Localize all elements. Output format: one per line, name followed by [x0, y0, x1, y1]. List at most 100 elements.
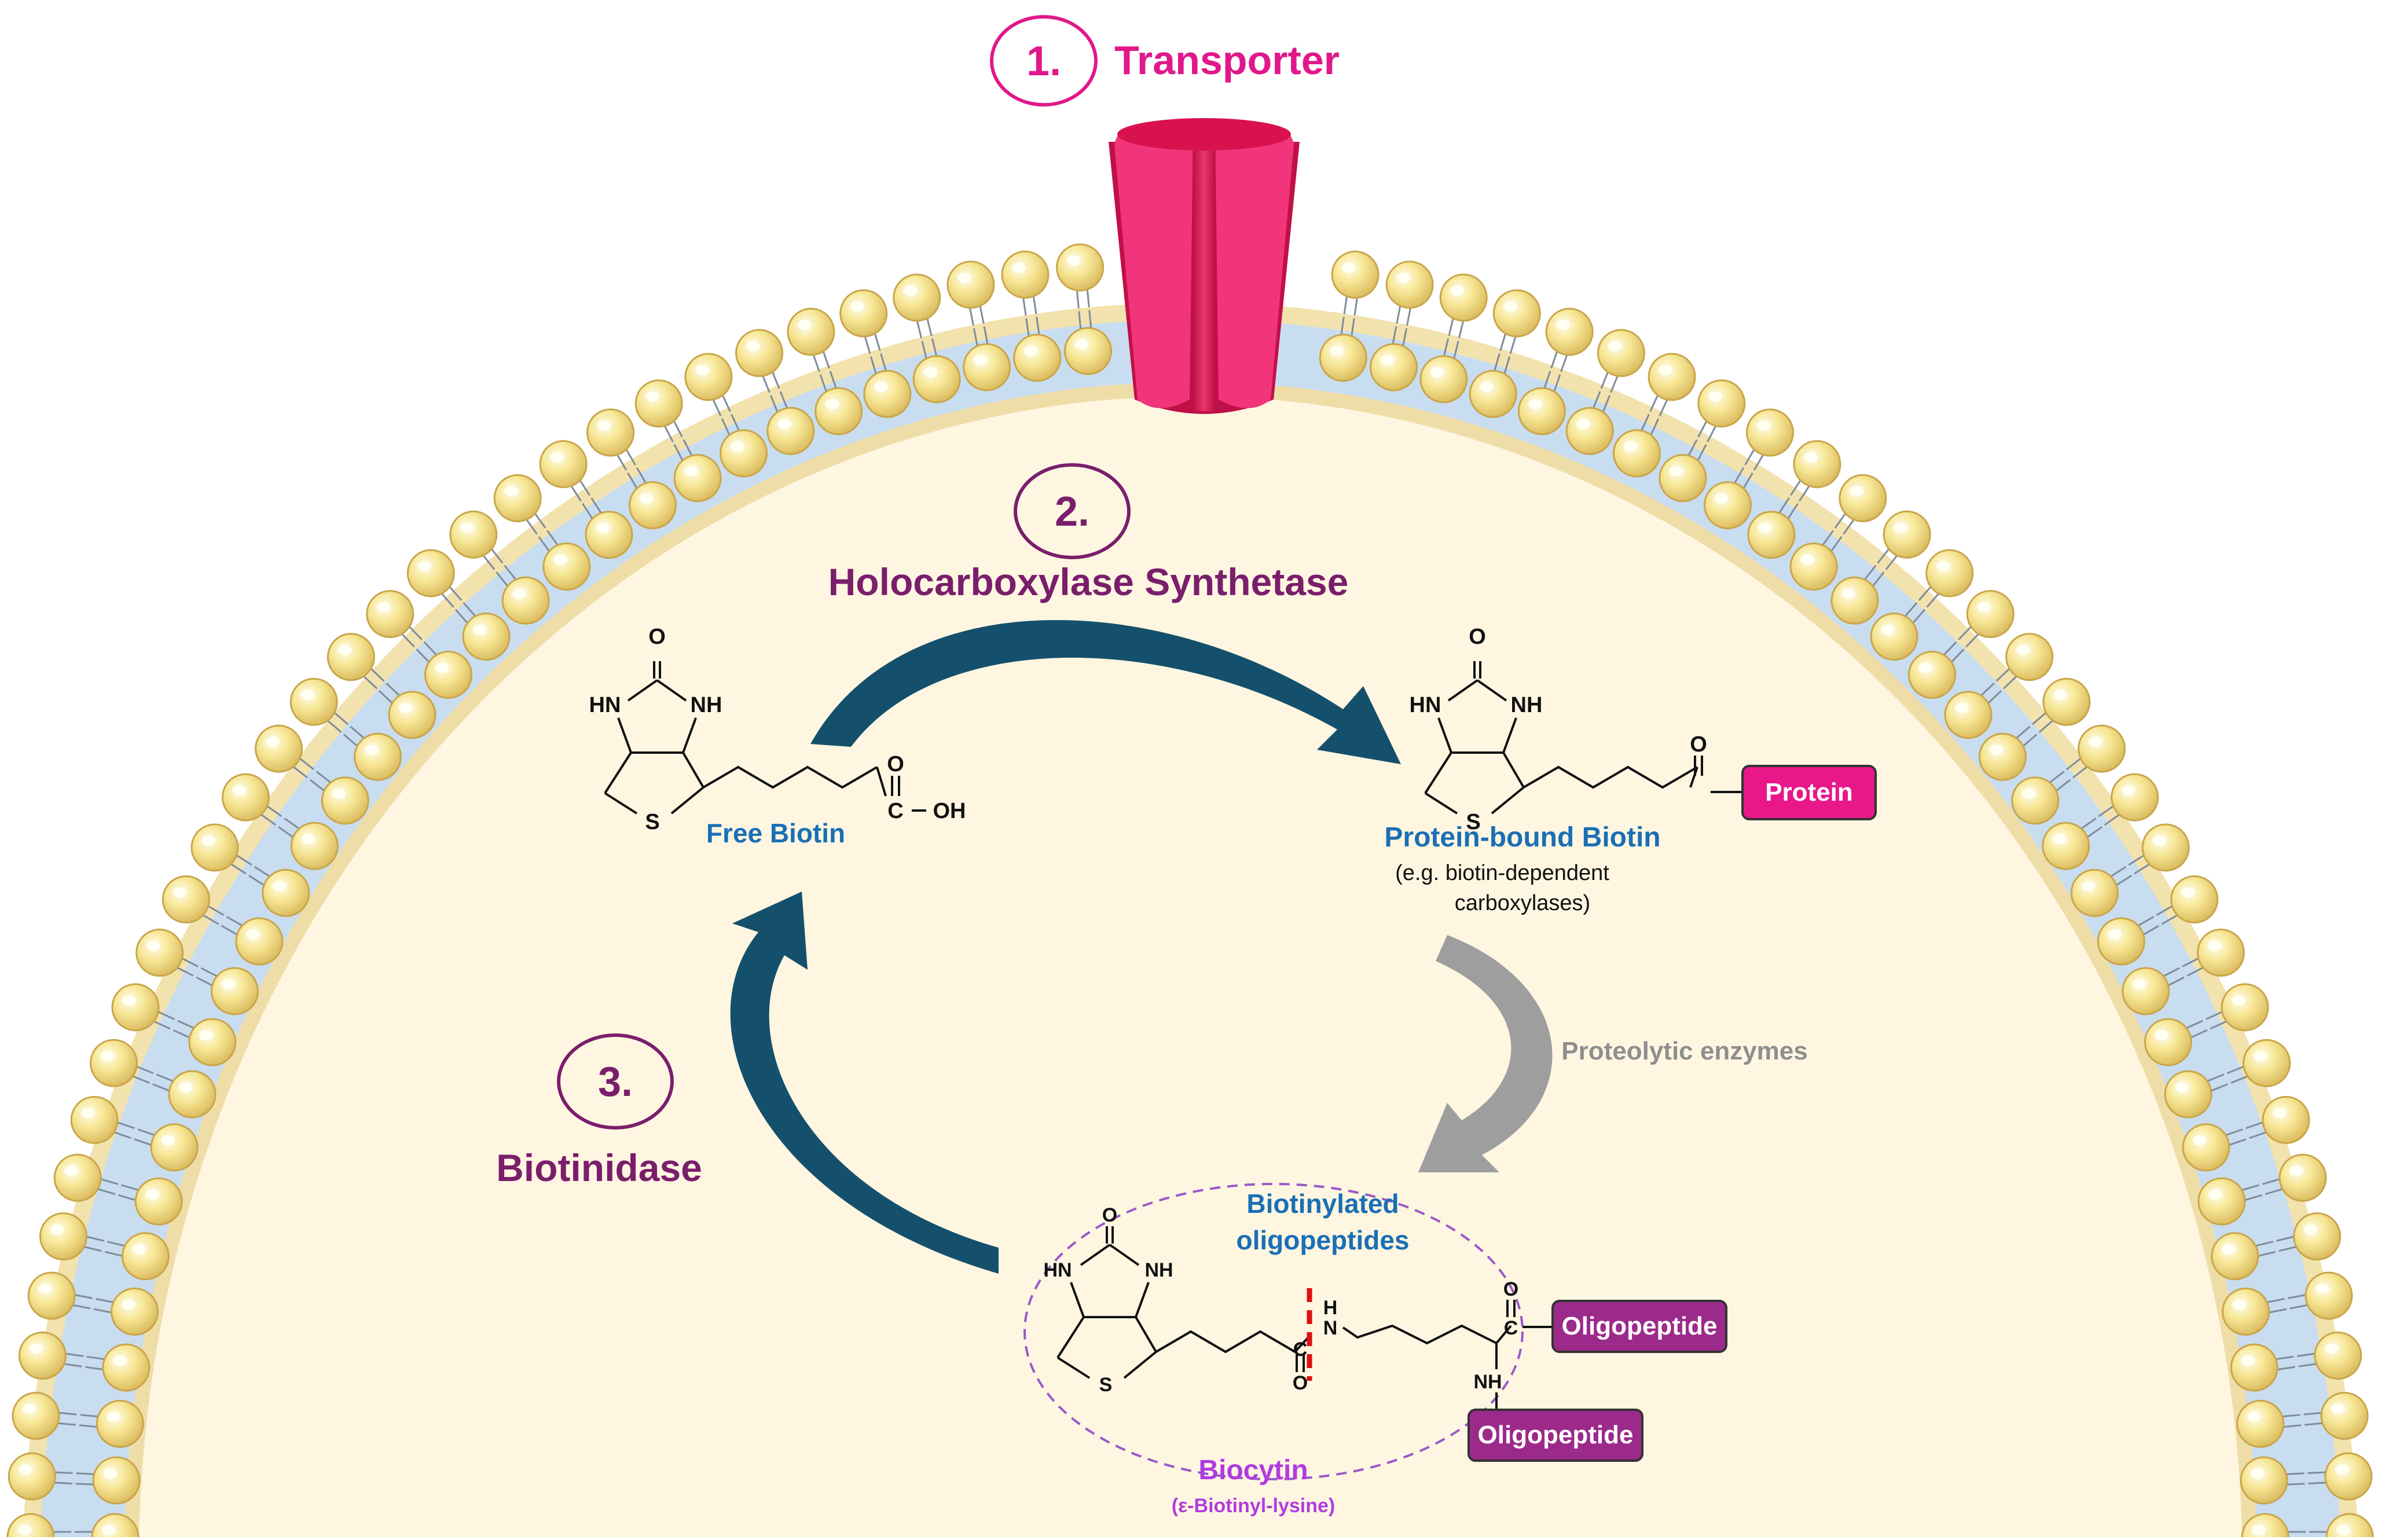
lipid-head: [863, 369, 912, 418]
lipid-head: [946, 261, 995, 309]
lipid-head: [2111, 773, 2159, 822]
lipid-head: [168, 1070, 217, 1119]
lipid-tail: [107, 1241, 124, 1247]
lipid-tail: [2066, 758, 2081, 771]
lipid-head-highlight: [376, 602, 391, 613]
lipid-tail: [829, 371, 837, 388]
lipid-head: [586, 408, 634, 457]
lipid-head: [111, 1288, 159, 1336]
lipid-head: [2230, 1343, 2279, 1392]
bond: [1056, 1356, 1091, 1379]
lipid-head-highlight: [645, 391, 660, 402]
protein-tag: [1741, 765, 1877, 820]
lipid-head: [1369, 343, 1418, 391]
lipid-tail: [1025, 318, 1030, 336]
lipid-tail: [2262, 1178, 2280, 1185]
lipid-head: [2141, 823, 2190, 872]
atom-c: C: [1293, 1339, 1308, 1361]
lipid-tail: [2290, 1304, 2307, 1310]
lipid-tail: [154, 1021, 171, 1030]
lipid-head: [255, 724, 303, 773]
lipid-tail: [2245, 1194, 2262, 1201]
lipid-tail: [1697, 421, 1707, 438]
lipid-head: [1925, 549, 1974, 597]
lipid-tail: [1499, 333, 1506, 351]
lipid-tail: [721, 418, 731, 435]
lipid-tail: [1872, 571, 1885, 586]
lipid-tail: [2205, 1011, 2222, 1020]
lipid-tail: [2116, 875, 2132, 886]
lipid-tail: [916, 321, 923, 339]
lipid-tail: [2210, 1021, 2226, 1030]
lipid-tail: [1351, 318, 1355, 336]
lipid-tail: [590, 497, 602, 514]
lipid-tail: [1392, 326, 1397, 344]
bond: [1109, 1244, 1140, 1266]
lipid-tail: [114, 1131, 131, 1139]
lipid-head: [111, 983, 160, 1032]
lipid-head: [493, 474, 542, 522]
lipid-head: [8, 1452, 56, 1501]
lipid-tail: [173, 1029, 190, 1039]
lipid-head: [449, 510, 498, 559]
lipid-tail: [75, 1294, 93, 1299]
lipid-head: [2221, 1288, 2270, 1336]
bond: [1476, 679, 1507, 702]
lipid-tail: [617, 454, 628, 471]
lipid-head-highlight: [1954, 702, 1969, 713]
lipid-head-highlight: [1480, 382, 1494, 393]
lipid-head-highlight: [973, 355, 988, 366]
lipid-head-highlight: [903, 285, 918, 296]
lipid-head-highlight: [2052, 834, 2067, 845]
lipid-tail: [2288, 1294, 2306, 1299]
lipid-tail: [1602, 395, 1611, 412]
lipid-tail: [1353, 298, 1358, 316]
lipid-head-highlight: [730, 441, 744, 452]
lipid-tail: [2087, 826, 2103, 838]
lipid-head-highlight: [504, 486, 519, 497]
lipid-head: [1883, 510, 1931, 559]
lipid-tail: [2081, 817, 2097, 830]
lipid-tail: [2072, 766, 2087, 779]
lipid-tail: [203, 914, 219, 925]
lipid-tail: [226, 916, 243, 926]
atom-o: O: [648, 625, 666, 649]
lipid-tail: [1918, 586, 1931, 601]
lipid-tail: [2182, 958, 2199, 967]
lipid-head-highlight: [173, 887, 187, 898]
lipid-head: [2077, 724, 2126, 773]
lipid-head: [1319, 333, 1367, 382]
lipid-head: [893, 273, 941, 322]
lipid-tail: [1697, 444, 1707, 461]
lipid-tail: [1822, 530, 1834, 545]
atom-c: C: [887, 799, 903, 823]
lipid-head: [815, 387, 863, 435]
lipid-tail: [1787, 503, 1799, 519]
lipid-tail: [2277, 1366, 2295, 1370]
lipid-tail: [1550, 351, 1558, 369]
lipid-head-highlight: [201, 835, 215, 846]
lipid-tail: [55, 1471, 73, 1474]
lipid-tail: [1843, 519, 1855, 535]
lipid-head-highlight: [2208, 1189, 2222, 1200]
step-1-circle: [990, 15, 1098, 107]
channel-left-half: [1114, 124, 1198, 408]
lipid-head: [1469, 369, 1517, 418]
lipid-head-highlight: [2315, 1284, 2329, 1295]
lipid-head-highlight: [1659, 365, 1673, 376]
lipid-head: [720, 429, 768, 478]
lipid-head: [1492, 289, 1541, 338]
lipid-tail: [1593, 391, 1601, 408]
lipid-tail: [1078, 311, 1082, 329]
bond: [604, 792, 638, 815]
lipid-tail: [200, 967, 217, 977]
lipid-head: [2097, 917, 2145, 966]
lipid-head: [221, 773, 270, 822]
lipid-head: [2314, 1331, 2362, 1380]
lipid-tail: [463, 602, 476, 617]
lipid-head: [53, 1153, 102, 1202]
lipid-head: [634, 379, 683, 428]
lipid-head: [2324, 1452, 2373, 1501]
lipid-tail: [58, 1422, 76, 1426]
